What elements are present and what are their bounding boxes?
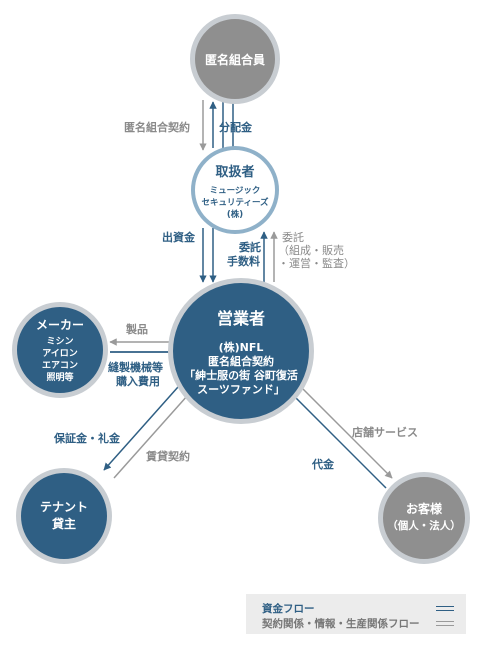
operator-node: 営業者 (株)NFL 匿名組合契約 「紳士服の街 谷町復活 スーツファンド」 (168, 278, 314, 424)
operator-title: 営業者 (216, 309, 265, 328)
legend-info-swatch (436, 621, 454, 626)
maker-item-3: エアコン (41, 361, 78, 371)
lease-label: 賃貸契約 (146, 450, 190, 463)
customer-line-1: お客様 (405, 502, 442, 516)
commission-label-1: 委託 (239, 241, 261, 254)
handler-name-1: ミュージック (209, 185, 261, 196)
deposit-label: 保証金・礼金 (54, 432, 120, 445)
maker-title: メーカー (35, 318, 84, 332)
tenant-node: テナント 貸主 (16, 468, 112, 564)
maker-item-4: 照明等 (46, 373, 74, 383)
investor-node: 匿名組合員 (190, 14, 280, 104)
purchase-label-2: 購入費用 (116, 375, 160, 388)
legend-info-label: 契約関係・情報・生産関係フロー (262, 618, 420, 630)
operator-line-1: (株)NFL (218, 341, 264, 354)
tenant-line-1: テナント (39, 500, 88, 514)
entrust-label-2: （組成・販売 (278, 244, 344, 257)
operator-line-2: 匿名組合契約 (208, 355, 274, 368)
operator-line-4: スーツファンド」 (197, 383, 285, 396)
payment-label: 代金 (312, 458, 334, 471)
commission-label-2: 手数料 (227, 255, 260, 268)
payment-line (289, 391, 387, 489)
customer-line-2: （個人・法人） (387, 520, 461, 532)
maker-item-2: アイロン (42, 349, 78, 359)
lease-line (113, 385, 197, 479)
maker-node: メーカー ミシン アイロン エアコン 照明等 (12, 302, 108, 398)
store-service-label: 店舗サービス (352, 426, 418, 439)
customer-node: お客様 （個人・法人） (378, 472, 470, 564)
deposit-line (103, 377, 187, 471)
product-label: 製品 (126, 323, 148, 336)
handler-title: 取扱者 (215, 164, 255, 180)
operator-line-3: 「紳士服の街 谷町復活 (184, 369, 298, 382)
entrust-label-3: ・運営・監査） (278, 257, 355, 270)
purchase-label-1: 縫製機械等 (108, 361, 163, 374)
service-line (295, 381, 393, 479)
investor-contract-label: 匿名組合契約 (124, 121, 190, 134)
tenant-line-2: 貸主 (51, 517, 76, 531)
entrust-label-1: 委託 (282, 231, 304, 244)
legend: 資金フロー 契約関係・情報・生産関係フロー (246, 594, 466, 634)
maker-item-1: ミシン (46, 337, 74, 347)
distribution-label: 分配金 (219, 121, 252, 134)
handler-node: 取扱者 ミュージック セキュリティーズ(株) (191, 146, 279, 234)
legend-money-label: 資金フロー (262, 603, 315, 615)
investment-label: 出資金 (162, 231, 195, 244)
handler-name-2: セキュリティーズ(株) (201, 197, 269, 220)
investor-label: 匿名組合員 (204, 52, 265, 67)
legend-money-swatch (436, 606, 454, 611)
